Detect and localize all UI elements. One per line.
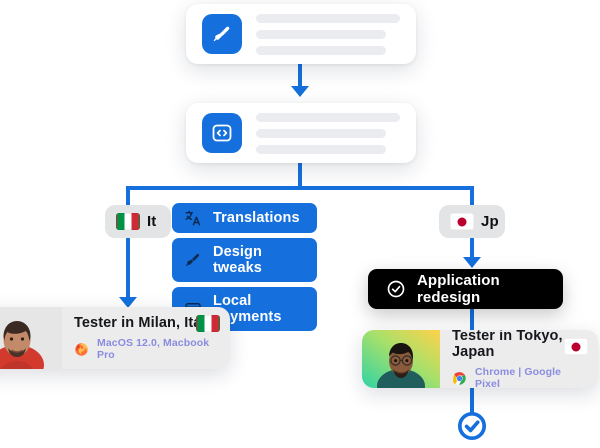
task-pill-design-tweaks[interactable]: Design tweaks bbox=[172, 238, 317, 282]
connector-branch-right-drop bbox=[470, 186, 474, 206]
country-badge-japan-label: Jp bbox=[481, 213, 499, 230]
connector-italy-badge-to-tester bbox=[126, 238, 130, 300]
connector-branch-bar bbox=[126, 186, 474, 190]
chrome-icon bbox=[452, 371, 467, 386]
paintbrush-icon bbox=[184, 251, 202, 269]
milestone-application-redesign[interactable]: Application redesign bbox=[368, 269, 563, 309]
tester-device-meta: MacOS 12.0, Macbook Pro bbox=[74, 337, 218, 361]
connector-branch-left-drop bbox=[126, 186, 130, 206]
tester-name: Tester in Tokyo, Japan bbox=[452, 330, 563, 360]
placeholder-bar bbox=[256, 128, 386, 138]
task-pill-translations[interactable]: Translations bbox=[172, 203, 317, 233]
tester-card-tokyo[interactable]: Tester in Tokyo, Japan Chrome | Google P… bbox=[362, 330, 598, 388]
placeholder-bar bbox=[256, 29, 386, 39]
connector-milestone-to-tokyo-card bbox=[470, 308, 474, 330]
tester-device-text: Chrome | Google Pixel bbox=[475, 366, 562, 388]
placeholder-bars bbox=[256, 112, 400, 154]
country-badge-italy-label: It bbox=[147, 213, 157, 230]
placeholder-bar bbox=[256, 112, 400, 122]
paintbrush-icon bbox=[202, 14, 242, 54]
connector-japan-badge-to-milestone bbox=[470, 238, 474, 260]
flag-japan-icon bbox=[450, 213, 474, 230]
country-badge-japan[interactable]: Jp bbox=[439, 205, 505, 238]
connector-card1-to-card2 bbox=[298, 62, 302, 88]
placeholder-bar bbox=[256, 45, 386, 55]
country-badge-italy[interactable]: It bbox=[105, 205, 171, 238]
code-brackets-icon bbox=[202, 113, 242, 153]
task-pill-list: Translations Design tweaks Local payment… bbox=[172, 203, 317, 331]
tester-card-milan[interactable]: Tester in Milan, Italy MacOS 12.0, Macbo… bbox=[0, 307, 230, 369]
connector-card2-trunk bbox=[298, 163, 302, 190]
flag-italy-icon bbox=[196, 315, 220, 332]
translate-icon bbox=[184, 209, 202, 227]
design-card[interactable] bbox=[186, 4, 416, 64]
tester-info: Tester in Tokyo, Japan Chrome | Google P… bbox=[440, 330, 598, 388]
milestone-label: Application redesign bbox=[417, 272, 500, 306]
avatar bbox=[0, 307, 62, 369]
code-card[interactable] bbox=[186, 103, 416, 163]
avatar-photo bbox=[0, 307, 62, 369]
firefox-icon bbox=[74, 342, 89, 357]
avatar-photo bbox=[362, 330, 440, 388]
avatar bbox=[362, 330, 440, 388]
flag-italy-icon bbox=[116, 213, 140, 230]
flag-japan-icon bbox=[564, 338, 588, 355]
arrow-head-card1-to-card2 bbox=[291, 86, 309, 97]
tester-info: Tester in Milan, Italy MacOS 12.0, Macbo… bbox=[62, 307, 230, 369]
task-pill-local-payments-label: Local payments bbox=[213, 293, 282, 325]
check-circle-icon bbox=[386, 279, 406, 299]
placeholder-bar bbox=[256, 144, 386, 154]
placeholder-bar bbox=[256, 13, 400, 23]
placeholder-bars bbox=[256, 13, 400, 55]
flow-diagram-canvas: It Translations Desi bbox=[0, 0, 600, 439]
arrow-head-japan-to-milestone bbox=[463, 257, 481, 268]
tester-name: Tester in Milan, Italy bbox=[74, 315, 214, 331]
task-pill-design-tweaks-label: Design tweaks bbox=[213, 244, 262, 276]
connector-tokyo-card-to-end bbox=[470, 388, 474, 414]
task-pill-translations-label: Translations bbox=[213, 210, 300, 226]
end-check-circle-icon bbox=[455, 409, 489, 443]
tester-device-meta: Chrome | Google Pixel bbox=[452, 366, 586, 388]
arrow-head-italy-to-tester bbox=[119, 297, 137, 308]
tester-device-text: MacOS 12.0, Macbook Pro bbox=[97, 337, 210, 361]
